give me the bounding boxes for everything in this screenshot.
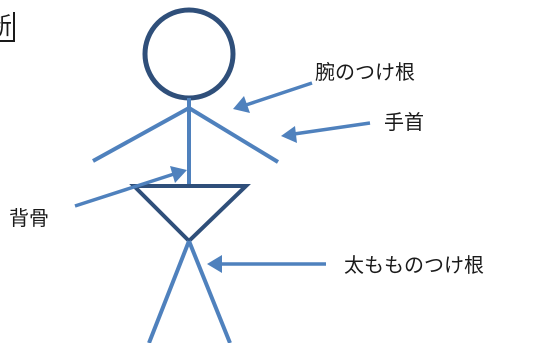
hip-arrow [207, 255, 326, 273]
shoulder-label: 腕のつけ根 [315, 60, 415, 84]
wrist-label: 手首 [384, 110, 424, 134]
wrist-arrow [281, 121, 371, 143]
head-circle [142, 7, 236, 101]
corner-label: 新 [0, 12, 15, 42]
shoulder-arrow [233, 81, 313, 113]
spine-arrow [74, 166, 187, 208]
right-arm-line [187, 106, 280, 164]
hip-label: 太もものつけ根 [344, 253, 484, 277]
pelvis-triangle [129, 184, 251, 244]
left-leg-line [147, 240, 191, 343]
left-arm-line [92, 106, 190, 163]
spine-label: 背骨 [9, 206, 49, 230]
right-leg-line [187, 240, 232, 343]
